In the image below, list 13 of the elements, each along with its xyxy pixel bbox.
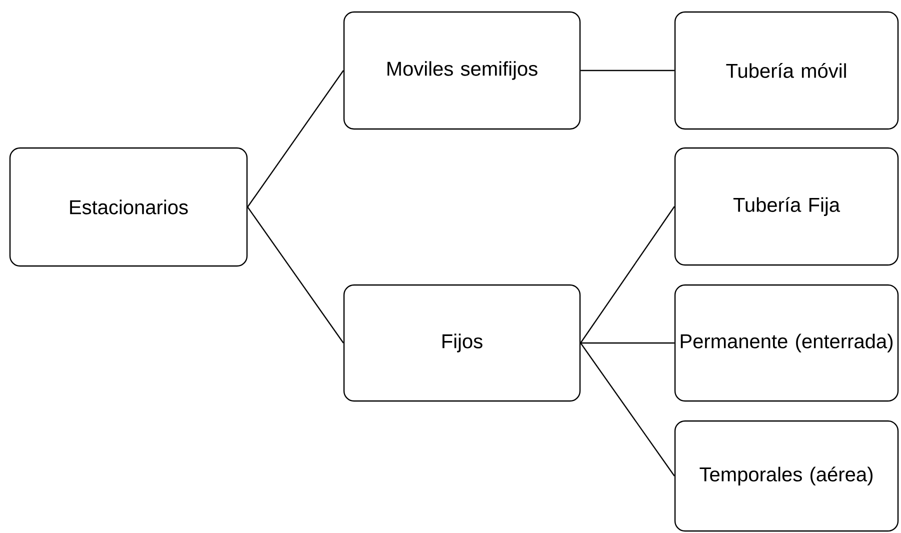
connector-line	[580, 342, 674, 344]
connector-line	[580, 342, 675, 476]
process-box: Permanente (enterrada)	[674, 284, 899, 402]
process-box: Moviles semifijos	[343, 11, 581, 130]
connector-line	[580, 206, 675, 344]
process-box: Fijos	[343, 284, 581, 402]
process-box: Temporales (aérea)	[674, 420, 899, 532]
connector-line	[247, 70, 344, 208]
process-box: Tubería móvil	[674, 11, 899, 130]
process-box: Tubería Fija	[674, 147, 899, 266]
connector-line	[580, 70, 674, 72]
connector-line	[247, 206, 344, 344]
process-box: Estacionarios	[9, 147, 248, 267]
